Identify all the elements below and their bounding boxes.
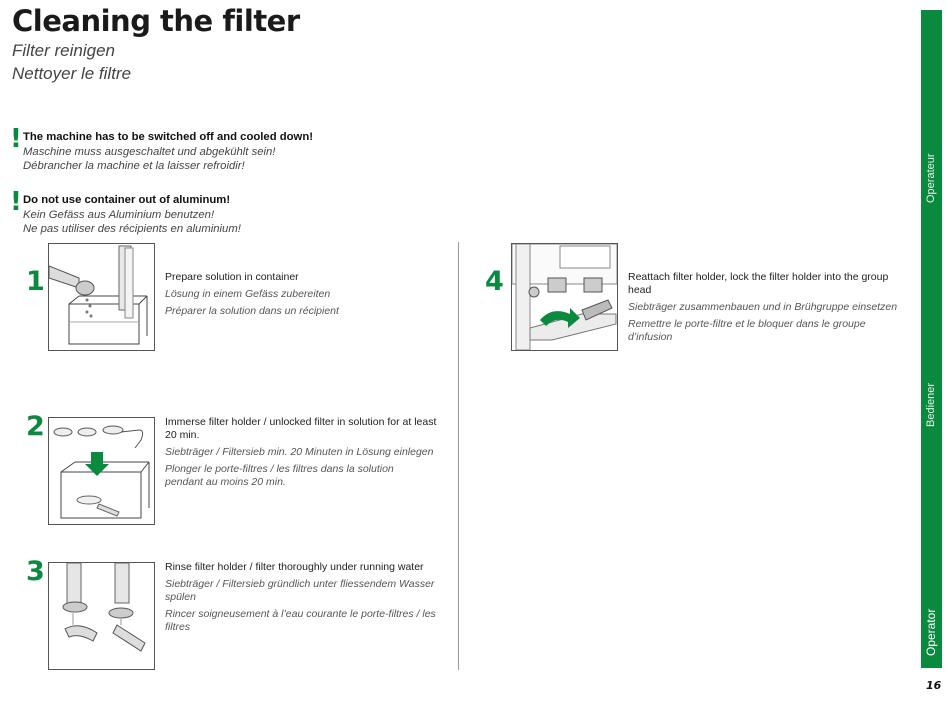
warning-text-fr: Débrancher la machine et la laisser refr… — [23, 160, 245, 172]
warning-text-fr: Ne pas utiliser des récipients en alumin… — [23, 223, 241, 235]
step-3-text-de: Siebträger / Filtersieb gründlich unter … — [165, 578, 435, 603]
warning-text-en: The machine has to be switched off and c… — [23, 131, 313, 143]
step-number-1: 1 — [26, 266, 45, 297]
section-sidebar — [921, 10, 942, 668]
step-3-illustration — [48, 562, 155, 670]
step-2-text-en: Immerse filter holder / unlocked filter … — [165, 416, 437, 441]
step-4-text-de: Siebträger zusammenbauen und in Brühgrup… — [628, 301, 898, 313]
step-1-text-de: Lösung in einem Gefäss zubereiten — [165, 288, 331, 300]
step-2-illustration — [48, 417, 155, 525]
step-4-text-fr: Remettre le porte-filtre et le bloquer d… — [628, 318, 866, 343]
step-4-text-en: Reattach filter holder, lock the filter … — [628, 271, 889, 296]
step-3-text-en: Rinse filter holder / filter thoroughly … — [165, 561, 424, 573]
immerse-filter-icon — [53, 425, 150, 519]
step-1-text-en: Prepare solution in container — [165, 271, 299, 283]
step-4-text: Reattach filter holder, lock the filter … — [628, 271, 908, 348]
sidebar-label-de: Bediener — [925, 382, 937, 427]
rinse-filter-icon — [62, 563, 146, 652]
column-divider — [458, 242, 459, 670]
page-title: Cleaning the filter — [12, 4, 300, 38]
step-4-illustration — [511, 243, 618, 351]
step-1-text-fr: Préparer la solution dans un récipient — [165, 305, 339, 317]
step-3-text: Rinse filter holder / filter thoroughly … — [165, 561, 450, 638]
step-number-2: 2 — [26, 411, 45, 442]
warning-text-en: Do not use container out of aluminum! — [23, 194, 231, 206]
step-1-illustration — [48, 243, 155, 351]
page-subtitle-fr: Nettoyer le filtre — [12, 64, 132, 83]
step-3-text-fr: Rincer soigneusement à l’eau courante le… — [165, 608, 436, 633]
sidebar-label-fr: Operateur — [925, 153, 937, 203]
sidebar-label-en: Operator — [924, 608, 938, 656]
step-number-4: 4 — [485, 266, 504, 297]
step-number-3: 3 — [26, 556, 45, 587]
page-number: 16 — [926, 679, 942, 692]
warning-icon: ! — [10, 187, 22, 217]
step-2-text-fr: Plonger le porte-filtres / les filtres d… — [165, 463, 394, 488]
warning-text-de: Maschine muss ausgeschaltet und abgekühl… — [23, 145, 276, 158]
warning-icon: ! — [10, 124, 22, 154]
step-2-text: Immerse filter holder / unlocked filter … — [165, 416, 450, 493]
container-pour-icon — [49, 245, 148, 345]
page-subtitle-de: Filter reinigen — [12, 41, 115, 60]
step-1-text: Prepare solution in container Lösung in … — [165, 271, 450, 322]
warning-text-de: Kein Gefäss aus Aluminium benutzen! — [23, 208, 215, 221]
reattach-filter-icon — [512, 244, 617, 350]
step-2-text-de: Siebträger / Filtersieb min. 20 Minuten … — [165, 446, 434, 458]
